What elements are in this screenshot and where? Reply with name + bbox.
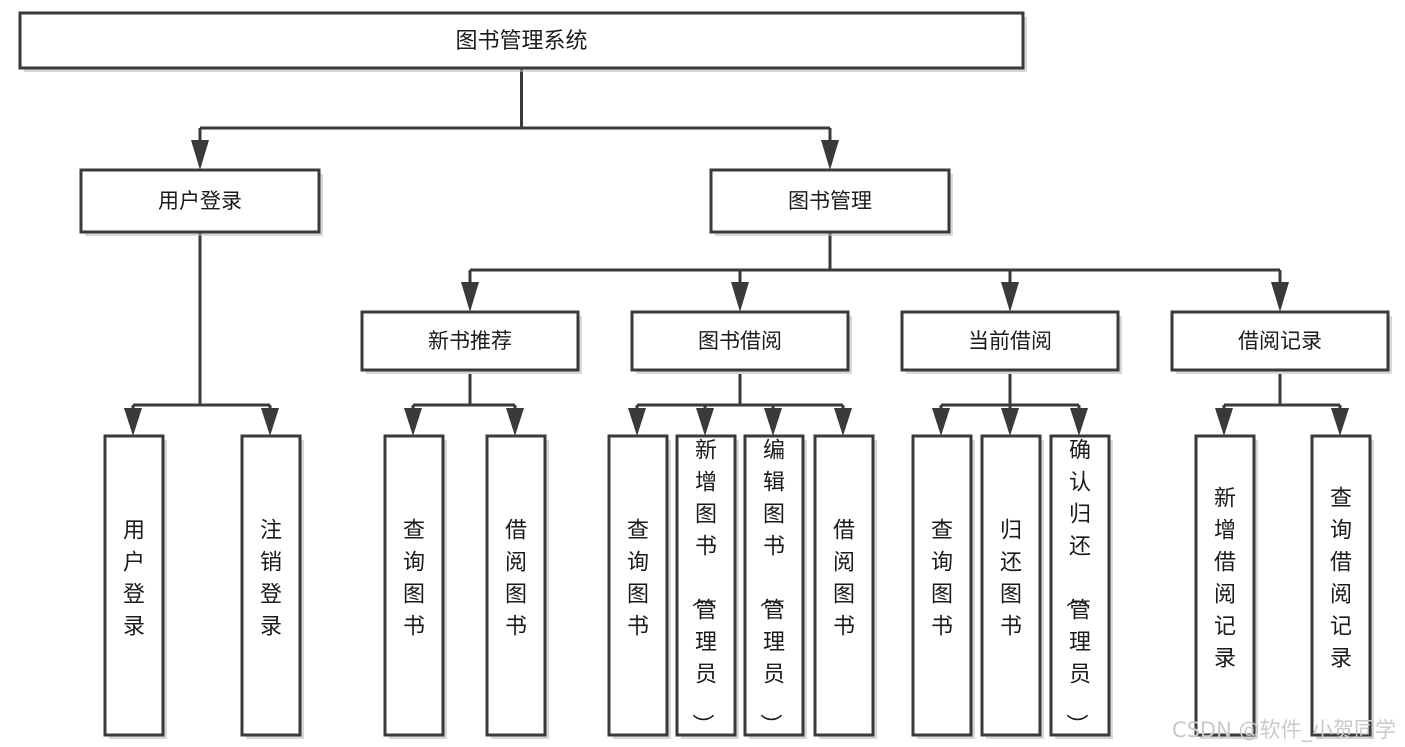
node-label: 当前借阅: [968, 329, 1052, 353]
node-rect: [18, 11, 1025, 70]
node-rect: [980, 434, 1042, 737]
leaf-borrow-book-2[interactable]: 借阅图书: [813, 434, 877, 739]
arrowhead-icon: [628, 408, 646, 436]
node-label: 图书借阅: [698, 329, 782, 353]
leaf-query-book-1[interactable]: 查询图书: [383, 434, 447, 739]
arrowhead-icon: [932, 408, 950, 436]
arrowhead-icon: [821, 140, 839, 170]
leaf-edit-book[interactable]: 编辑图书（管理员）: [743, 434, 807, 739]
node-label: 用户登录: [158, 189, 242, 213]
node-label: 新书推荐: [428, 329, 512, 353]
arrowhead-icon: [404, 408, 422, 436]
node-rect: [813, 434, 875, 737]
arrowhead-icon: [124, 408, 142, 436]
leaf-label: 用户登录: [123, 519, 145, 640]
arrowhead-icon: [1001, 408, 1019, 436]
node-new-book-recommend[interactable]: 新书推荐: [360, 310, 582, 374]
arrowhead-icon: [506, 408, 524, 436]
arrowhead-icon: [696, 408, 714, 436]
leaf-return-book[interactable]: 归还图书: [980, 434, 1044, 739]
connector-root-to-level2: [191, 68, 839, 170]
arrowhead-icon: [1331, 408, 1349, 436]
node-book-borrow[interactable]: 图书借阅: [630, 310, 852, 374]
leaf-user-login[interactable]: 用户登录: [103, 434, 167, 739]
leaf-label: 归还图书: [1000, 519, 1022, 640]
arrowhead-icon: [191, 140, 209, 170]
leaf-label: 注销登录: [260, 519, 282, 640]
arrowhead-icon: [834, 408, 852, 436]
leaf-query-record[interactable]: 查询借阅记录: [1310, 434, 1374, 739]
connector-bookborrow-to-leaves: [628, 374, 852, 436]
node-rect: [675, 434, 737, 737]
leaf-label: 编辑图书（管理员）: [757, 439, 785, 736]
arrowhead-icon: [1070, 408, 1088, 436]
node-rect: [103, 434, 165, 737]
node-rect: [360, 310, 580, 372]
leaf-query-book-3[interactable]: 查询图书: [911, 434, 975, 739]
node-rect: [1049, 434, 1111, 737]
connector-borrowrecord-to-leaves: [1215, 374, 1349, 436]
node-rect: [485, 434, 547, 737]
node-current-borrow[interactable]: 当前借阅: [900, 310, 1122, 374]
connector-bookmgmt-to-level3: [461, 232, 1289, 312]
leaf-label: 新增借阅记录: [1214, 487, 1236, 672]
arrowhead-icon: [1001, 282, 1019, 312]
leaf-query-book-2[interactable]: 查询图书: [607, 434, 671, 739]
node-rect: [630, 310, 850, 372]
arrowhead-icon: [731, 282, 749, 312]
node-rect: [743, 434, 805, 737]
node-rect: [607, 434, 669, 737]
arrowhead-icon: [1215, 408, 1233, 436]
connector-userlogin-to-leaves: [124, 232, 279, 436]
leaf-label: 查询图书: [627, 519, 649, 640]
leaf-user-logout[interactable]: 注销登录: [240, 434, 304, 739]
arrowhead-icon: [764, 408, 782, 436]
leaf-borrow-book-1[interactable]: 借阅图书: [485, 434, 549, 739]
node-root[interactable]: 图书管理系统: [18, 11, 1027, 72]
node-rect: [1194, 434, 1256, 737]
node-rect: [1170, 310, 1390, 372]
node-rect: [1310, 434, 1372, 737]
connector-newbook-to-leaves: [404, 374, 524, 436]
leaf-label: 查询图书: [931, 519, 953, 640]
leaf-label: 查询图书: [403, 519, 425, 640]
connector-currentborrow-to-leaves: [932, 374, 1088, 436]
node-label: 借阅记录: [1238, 329, 1322, 353]
arrowhead-icon: [261, 408, 279, 436]
leaf-label: 借阅图书: [833, 519, 855, 640]
leaf-label: 查询借阅记录: [1330, 487, 1352, 672]
csdn-watermark: CSDN @软件_小贺同学: [1172, 718, 1396, 743]
node-label: 图书管理系统: [455, 29, 587, 54]
node-borrow-record[interactable]: 借阅记录: [1170, 310, 1392, 374]
node-label: 图书管理: [788, 189, 872, 213]
arrowhead-icon: [461, 282, 479, 312]
node-rect: [383, 434, 445, 737]
leaf-add-record[interactable]: 新增借阅记录: [1194, 434, 1258, 739]
node-rect: [709, 168, 951, 234]
leaf-label: 确认归还（管理员）: [1063, 439, 1091, 736]
node-rect: [900, 310, 1120, 372]
node-book-management[interactable]: 图书管理: [709, 168, 953, 236]
leaf-confirm-return[interactable]: 确认归还（管理员）: [1049, 434, 1113, 739]
node-rect: [240, 434, 302, 737]
arrowhead-icon: [1271, 282, 1289, 312]
node-rect: [911, 434, 973, 737]
leaf-label: 借阅图书: [505, 519, 527, 640]
node-user-login[interactable]: 用户登录: [79, 168, 323, 236]
leaf-label: 新增图书（管理员）: [689, 439, 717, 736]
node-rect: [79, 168, 321, 234]
leaf-add-book[interactable]: 新增图书（管理员）: [675, 434, 739, 739]
